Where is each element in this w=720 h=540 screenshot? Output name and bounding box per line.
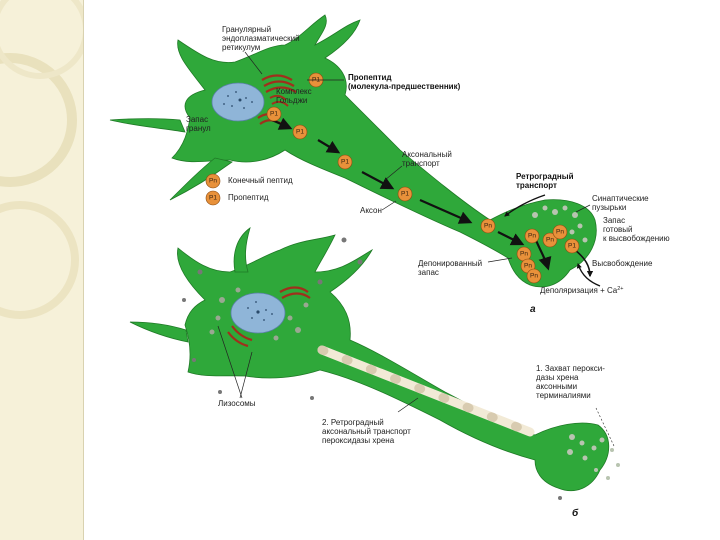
peptide-tag-label: P1 [341,159,349,166]
final-peptide-tag: Pn [552,224,568,240]
peptide-tag-label: Pn [556,229,564,236]
legend-propeptide: Пропептид [228,193,269,202]
peptide-tag-label: Pn [484,223,492,230]
peptide-circle [564,238,580,254]
peptide-circle [552,224,568,240]
neuron-b [129,226,620,500]
peptide-tag-label: P1 [270,111,278,118]
neuron-b-nucleus-dots [247,301,273,321]
legend-final-peptide: Конечный пептид [228,176,293,185]
peptide-tag-label: Pn [209,178,217,185]
label-retrograde-transport: Ретроградный транспорт [516,172,576,190]
peptide-tag-label: Pn [530,273,538,280]
peptide-circle [542,232,558,248]
final-peptide-tag: Pn [516,246,532,262]
label-propeptide: Пропептид (молекула-предшественник) [348,73,461,91]
neuron-a-nucleus [211,82,265,122]
label-step2: 2. Ретроградный аксональный транспорт пе… [322,418,413,445]
label-granule-store: Запас гранул [186,115,211,133]
propeptide-tag: P1 [292,124,308,140]
final-peptide-tag: Pn [524,228,540,244]
propeptide-tag: P1 [564,238,580,254]
neuron-a-terminal-vesicles [532,205,588,243]
peptide-tag-label: P1 [401,191,409,198]
peptide-tag-label: Pn [528,233,536,240]
label-ready-store: Запас готовый к высвобождению [603,216,670,243]
label-depolarization: Деполяризация + Ca2+ [540,286,624,295]
neuron-a-golgi [269,94,289,107]
panel-letter-a: а [530,304,536,315]
label-axonal-transport: Аксональный транспорт [402,150,454,168]
labels-b: 1. Захват перокси- дазы хрена аксонными … [217,325,615,519]
peptide-circle [397,186,413,202]
neuron-b-dendrite-top [233,226,251,273]
peptide-circle [337,154,353,170]
label-synaptic-vesicles: Синаптические пузырьки [592,194,651,212]
peptide-circle [266,106,282,122]
decorative-side-panel [0,0,84,540]
final-peptide-tag: Pn [205,173,221,189]
neuron-b-lysosomes [209,287,309,341]
neuron-b-terminal-granules [567,434,620,480]
label-golgi: Комплекс Гольджи [276,87,314,105]
label-rough-er: Гранулярный эндоплазматический ретикулум [222,25,302,52]
label-release: Высвобождение [592,259,653,268]
label-step1: 1. Захват перокси- дазы хрена аксонными … [536,364,607,400]
peptide-circle [480,218,496,234]
label-lysosomes: Лизосомы [218,399,256,408]
neuron-b-rough-er [227,286,311,348]
final-peptide-tag: Pn [480,218,496,234]
peptide-tag-label: Pn [524,263,532,270]
peptide-tag-label: P1 [568,243,576,250]
peptide-tag-label: P1 [296,129,304,136]
propeptide-tag: P1 [337,154,353,170]
final-peptide-tag: Pn [542,232,558,248]
neuron-b-external-dots [182,237,562,500]
neuron-b-transport-band [317,345,535,437]
neuron-b-dendrite-left [129,321,189,343]
peptide-circle [205,173,221,189]
panel-letter-b: б [572,507,579,519]
propeptide-tag: P1 [397,186,413,202]
neuron-a-dendrite-left [109,118,186,133]
peptide-tag-label: Pn [520,251,528,258]
neuron-a-nucleus-dots [223,91,253,109]
peptide-circle [292,124,308,140]
final-peptide-tag: Pn [526,268,542,284]
label-axon: Аксон [360,206,382,215]
neuron-b-cell-body [177,234,610,492]
peptide-circle [526,268,542,284]
label-depot-store: Депонированный запас [418,259,484,277]
legend: Конечный пептид Пропептид [228,176,293,202]
neuron-a-retrograde-arrow [504,194,546,217]
labels-a: Гранулярный эндоплазматический ретикулум… [186,25,670,315]
peptide-circle [524,228,540,244]
peptide-tag-label: Pn [546,237,554,244]
propeptide-tag: P1 [205,190,221,206]
peptide-circle [205,190,221,206]
neuron-a-dendrite-bottom [169,157,233,201]
propeptide-tag: P1 [266,106,282,122]
decorative-circles [0,0,83,319]
peptide-tag-label: P1 [209,195,217,202]
neuron-a-cell-body [171,14,597,288]
